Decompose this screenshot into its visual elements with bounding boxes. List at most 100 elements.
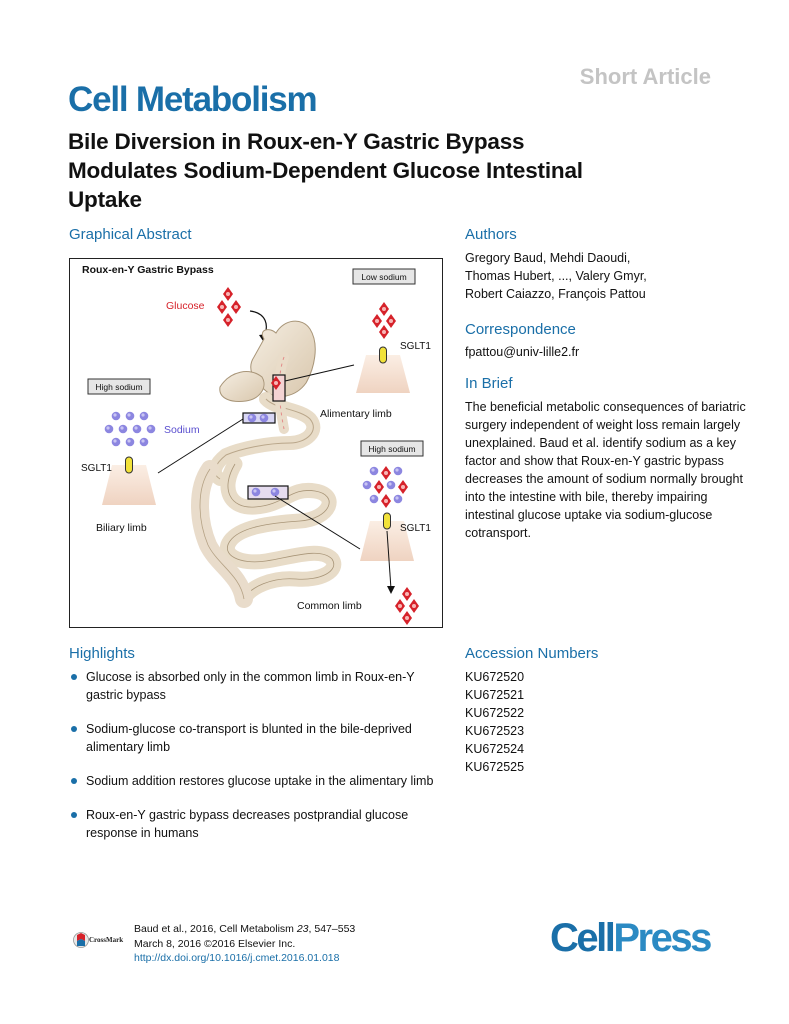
crossmark-icon[interactable] bbox=[73, 931, 89, 949]
glucose-molecule bbox=[409, 599, 419, 613]
citation-block: Baud et al., 2016, Cell Metabolism 23, 5… bbox=[134, 922, 355, 966]
sodium-ion bbox=[247, 413, 257, 423]
accession-list: KU672520 KU672521 KU672522 KU672523 KU67… bbox=[465, 668, 524, 776]
sodium-ion bbox=[104, 424, 114, 434]
sodium-ion bbox=[386, 480, 396, 490]
accession-number[interactable]: KU672525 bbox=[465, 760, 525, 774]
sodium-ion bbox=[125, 411, 135, 421]
doi-link[interactable]: http://dx.doi.org/10.1016/j.cmet.2016.01… bbox=[134, 952, 340, 964]
highlight-text: Sodium-glucose co-transport is blunted i… bbox=[86, 722, 412, 754]
authors-list: Gregory Baud, Mehdi Daoudi, Thomas Huber… bbox=[465, 249, 647, 303]
sglt1-transporter-bottom bbox=[383, 512, 391, 530]
sodium-ion bbox=[251, 487, 261, 497]
sodium-ion bbox=[270, 487, 280, 497]
sodium-ion bbox=[125, 437, 135, 447]
highlight-item: Glucose is absorbed only in the common l… bbox=[69, 668, 454, 704]
sodium-ion bbox=[111, 411, 121, 421]
sodium-ion bbox=[369, 466, 379, 476]
correspondence-email[interactable]: fpattou@univ-lille2.fr bbox=[465, 345, 580, 359]
graphical-abstract-figure: Roux-en-Y Gastric Bypass Low sodium Gluc… bbox=[69, 258, 443, 628]
authors-line: Gregory Baud, Mehdi Daoudi, bbox=[465, 251, 631, 265]
sodium-ion bbox=[146, 424, 156, 434]
glucose-molecule bbox=[379, 325, 389, 339]
highlight-text: Glucose is absorbed only in the common l… bbox=[86, 670, 415, 702]
cellpress-logo-press: Press bbox=[613, 916, 712, 960]
sodium-ion bbox=[393, 466, 403, 476]
accession-heading: Accession Numbers bbox=[465, 645, 599, 662]
biliary-limb-label: Biliary limb bbox=[96, 522, 147, 534]
duodenum-outline bbox=[214, 398, 314, 480]
glucose-molecule bbox=[402, 611, 412, 625]
high-sodium-box-left bbox=[87, 378, 151, 395]
colon-outline bbox=[199, 468, 245, 600]
sodium-ion bbox=[362, 480, 372, 490]
panel-title: Roux-en-Y Gastric Bypass bbox=[82, 264, 214, 276]
graphical-abstract-svg: Roux-en-Y Gastric Bypass Low sodium Gluc… bbox=[81, 264, 431, 625]
in-brief-heading: In Brief bbox=[465, 375, 513, 392]
sodium-label: Sodium bbox=[164, 424, 200, 436]
sodium-ion bbox=[118, 424, 128, 434]
glucose-molecule bbox=[386, 314, 396, 328]
enterocyte-cell-bottom bbox=[360, 521, 414, 561]
highlights-list-container: Glucose is absorbed only in the common l… bbox=[69, 668, 454, 858]
accession-number[interactable]: KU672524 bbox=[465, 742, 525, 756]
title-line-1: Bile Diversion in Roux-en-Y Gastric Bypa… bbox=[68, 129, 525, 154]
remnant-stomach bbox=[219, 371, 265, 402]
citation-volume: 23 bbox=[296, 923, 309, 935]
authors-line: Thomas Hubert, ..., Valery Gmyr, bbox=[465, 269, 647, 283]
inset-biliary bbox=[242, 412, 276, 424]
sodium-ion bbox=[111, 437, 121, 447]
connector-biliary bbox=[157, 418, 244, 474]
sglt1-transporter-top bbox=[379, 346, 387, 364]
low-sodium-box bbox=[352, 268, 416, 285]
glucose-molecule bbox=[223, 287, 233, 301]
sodium-ion bbox=[369, 494, 379, 504]
journal-name: Cell Metabolism bbox=[68, 80, 318, 119]
accession-number[interactable]: KU672521 bbox=[465, 688, 525, 702]
glucose-molecule bbox=[395, 599, 405, 613]
accession-number[interactable]: KU672522 bbox=[465, 706, 525, 720]
sodium-ion bbox=[393, 494, 403, 504]
accession-number[interactable]: KU672520 bbox=[465, 670, 525, 684]
glucose-molecule bbox=[217, 300, 227, 314]
sglt1-label-left: SGLT1 bbox=[81, 463, 112, 474]
accession-number[interactable]: KU672523 bbox=[465, 724, 525, 738]
high-sodium-label-right: High sodium bbox=[368, 444, 415, 454]
article-title: Bile Diversion in Roux-en-Y Gastric Bypa… bbox=[68, 127, 708, 214]
title-line-3: Uptake bbox=[68, 187, 142, 212]
highlight-item: Roux-en-Y gastric bypass decreases postp… bbox=[69, 806, 454, 842]
graphical-abstract-heading: Graphical Abstract bbox=[69, 226, 192, 243]
enterocyte-cell-left bbox=[102, 465, 156, 505]
glucose-molecule bbox=[402, 587, 412, 601]
glucose-label: Glucose bbox=[166, 300, 205, 312]
glucose-molecule bbox=[374, 480, 384, 494]
high-sodium-label-left: High sodium bbox=[95, 382, 142, 392]
sodium-ion bbox=[139, 411, 149, 421]
title-line-2: Modulates Sodium-Dependent Glucose Intes… bbox=[68, 158, 583, 183]
connector-common bbox=[274, 495, 361, 550]
citation-prefix: Baud et al., 2016, Cell Metabolism bbox=[134, 923, 297, 935]
bullet-icon bbox=[71, 778, 77, 784]
article-type-label: Short Article bbox=[579, 64, 711, 89]
intestine-outline bbox=[227, 463, 335, 600]
sglt1-label-top: SGLT1 bbox=[400, 341, 431, 352]
sodium-ion bbox=[132, 424, 142, 434]
in-brief-text: The beneficial metabolic consequences of… bbox=[465, 400, 746, 540]
citation-pages: , 547–553 bbox=[308, 923, 356, 935]
glucose-molecule bbox=[381, 466, 391, 480]
glucose-molecule bbox=[381, 494, 391, 508]
uptake-arrow bbox=[386, 530, 392, 590]
bullet-icon bbox=[71, 726, 77, 732]
connector-alimentary bbox=[284, 364, 355, 382]
highlight-text: Sodium addition restores glucose uptake … bbox=[86, 774, 434, 788]
high-sodium-box-right bbox=[360, 440, 424, 457]
sglt1-label-bottom: SGLT1 bbox=[400, 523, 431, 534]
authors-line: Robert Caiazzo, François Pattou bbox=[465, 287, 646, 301]
highlight-text: Roux-en-Y gastric bypass decreases postp… bbox=[86, 808, 409, 840]
citation-line: Baud et al., 2016, Cell Metabolism 23, 5… bbox=[134, 922, 355, 937]
bullet-icon bbox=[71, 812, 77, 818]
highlights-heading: Highlights bbox=[69, 645, 135, 662]
glucose-molecule bbox=[379, 302, 389, 316]
bullet-icon bbox=[71, 674, 77, 680]
sodium-ion bbox=[139, 437, 149, 447]
